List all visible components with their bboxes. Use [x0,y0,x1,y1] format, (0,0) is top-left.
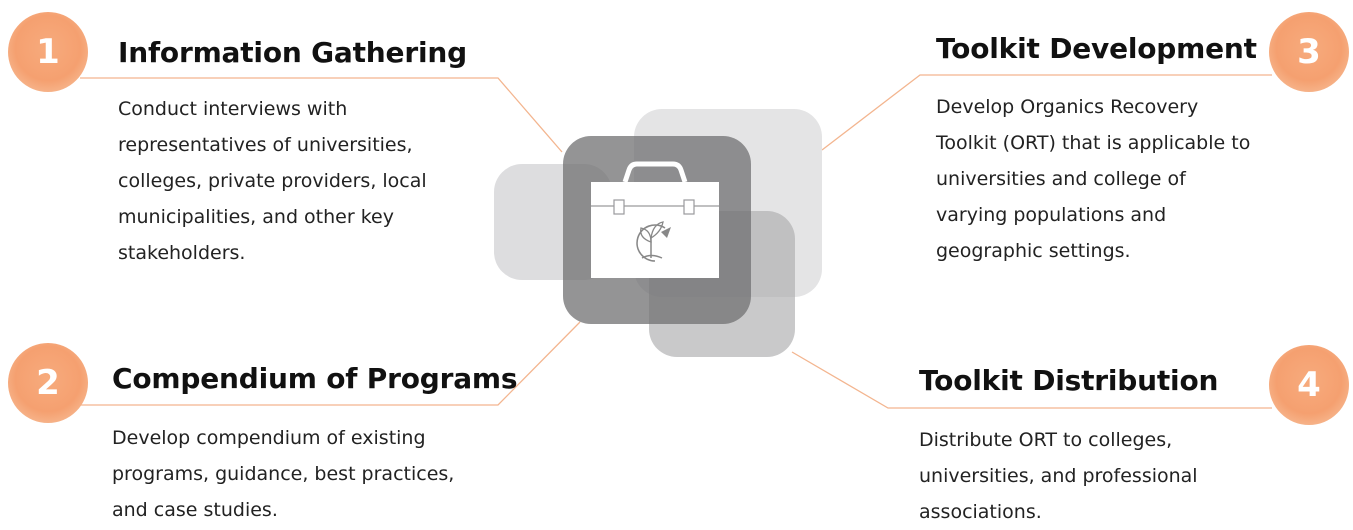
step-1-badge: 1 [8,12,88,92]
sprout-recycle-icon [636,221,671,262]
step-2-badge: 2 [8,343,88,423]
step-3-description: Develop Organics Recovery Toolkit (ORT) … [936,96,1251,262]
step-1-description: Conduct interviews with representatives … [118,98,427,264]
step-4-title: Toolkit Distribution [919,364,1219,397]
step-3-badge: 3 [1269,12,1349,92]
step-4-badge: 4 [1269,345,1349,425]
connector-line-3 [821,74,1272,151]
step-2-description: Develop compendium of existing programs,… [112,427,455,521]
toolbox-icon [591,161,719,278]
connector-lines [80,74,1272,409]
connector-line-4 [791,351,1272,409]
connector-line-2 [80,321,581,406]
step-2-title: Compendium of Programs [112,362,518,395]
step-3-title: Toolkit Development [936,32,1257,65]
connector-line-1 [80,77,563,153]
step-4-description: Distribute ORT to colleges, universities… [919,429,1198,523]
step-1-title: Information Gathering [118,36,467,69]
